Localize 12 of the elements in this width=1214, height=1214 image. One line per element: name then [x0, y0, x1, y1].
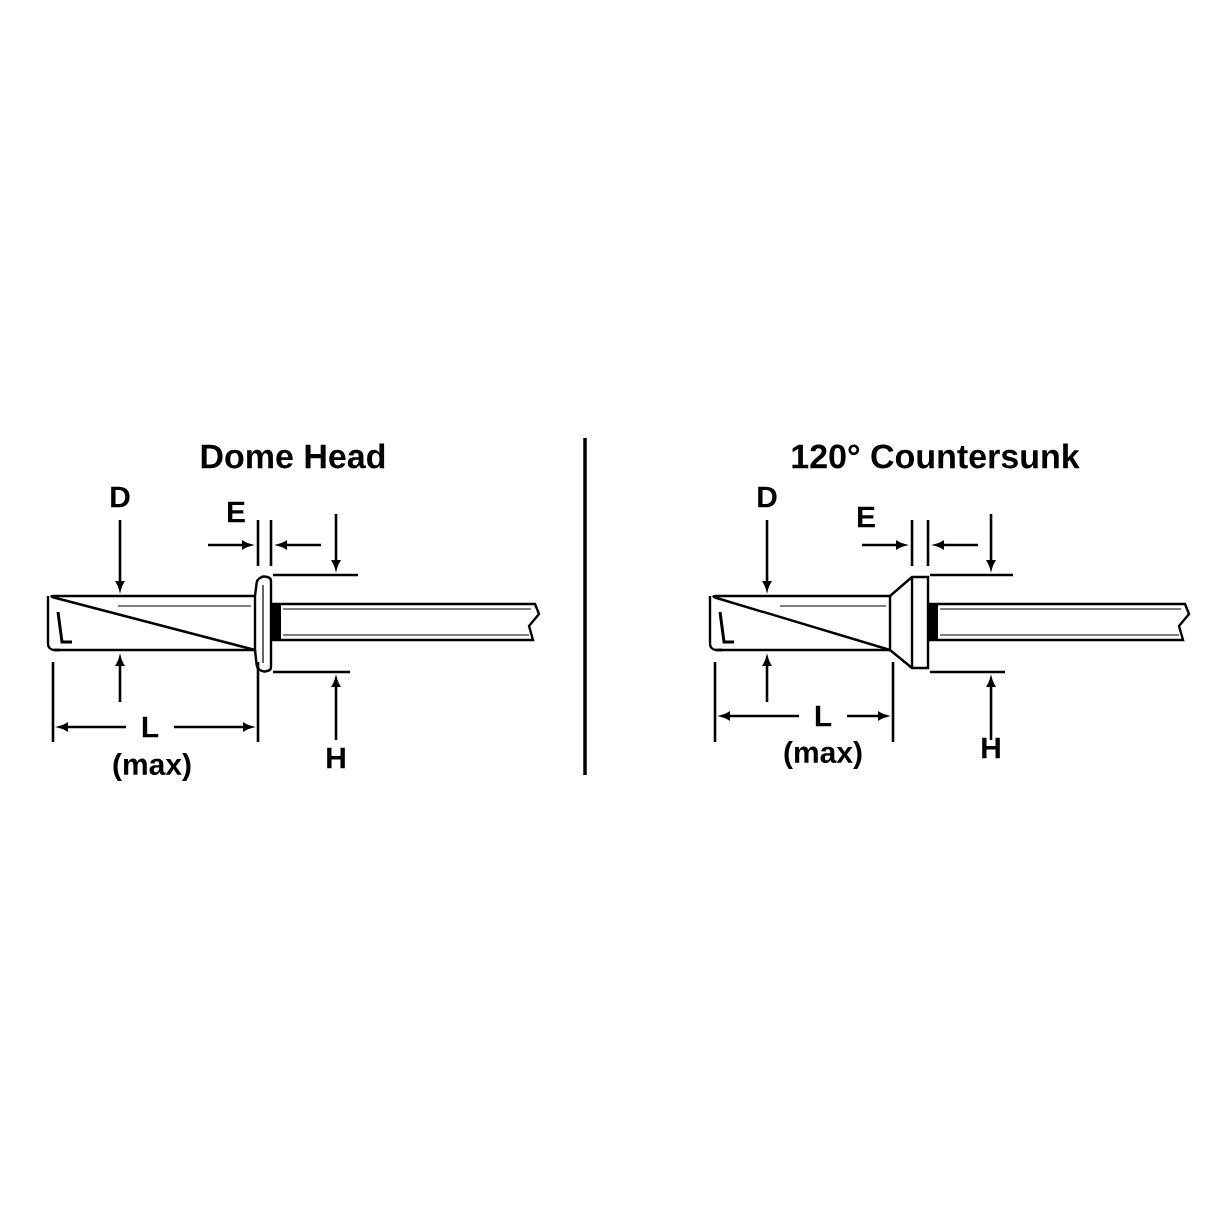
- dimension-label: E: [228, 501, 245, 523]
- dimension-label: E: [858, 506, 875, 528]
- dimension-label: L: [811, 703, 835, 729]
- dimension-label: L: [138, 714, 162, 740]
- dimension-label: H: [327, 747, 345, 769]
- dimension-note: (max): [784, 741, 862, 769]
- panel-title: 120° Countersunk: [792, 443, 1080, 469]
- dimension-label: H: [982, 737, 1000, 759]
- dimension-label: D: [111, 486, 130, 508]
- dimension-note: (max): [113, 753, 191, 781]
- panel-title: Dome Head: [201, 443, 385, 469]
- dimension-label: D: [758, 486, 777, 508]
